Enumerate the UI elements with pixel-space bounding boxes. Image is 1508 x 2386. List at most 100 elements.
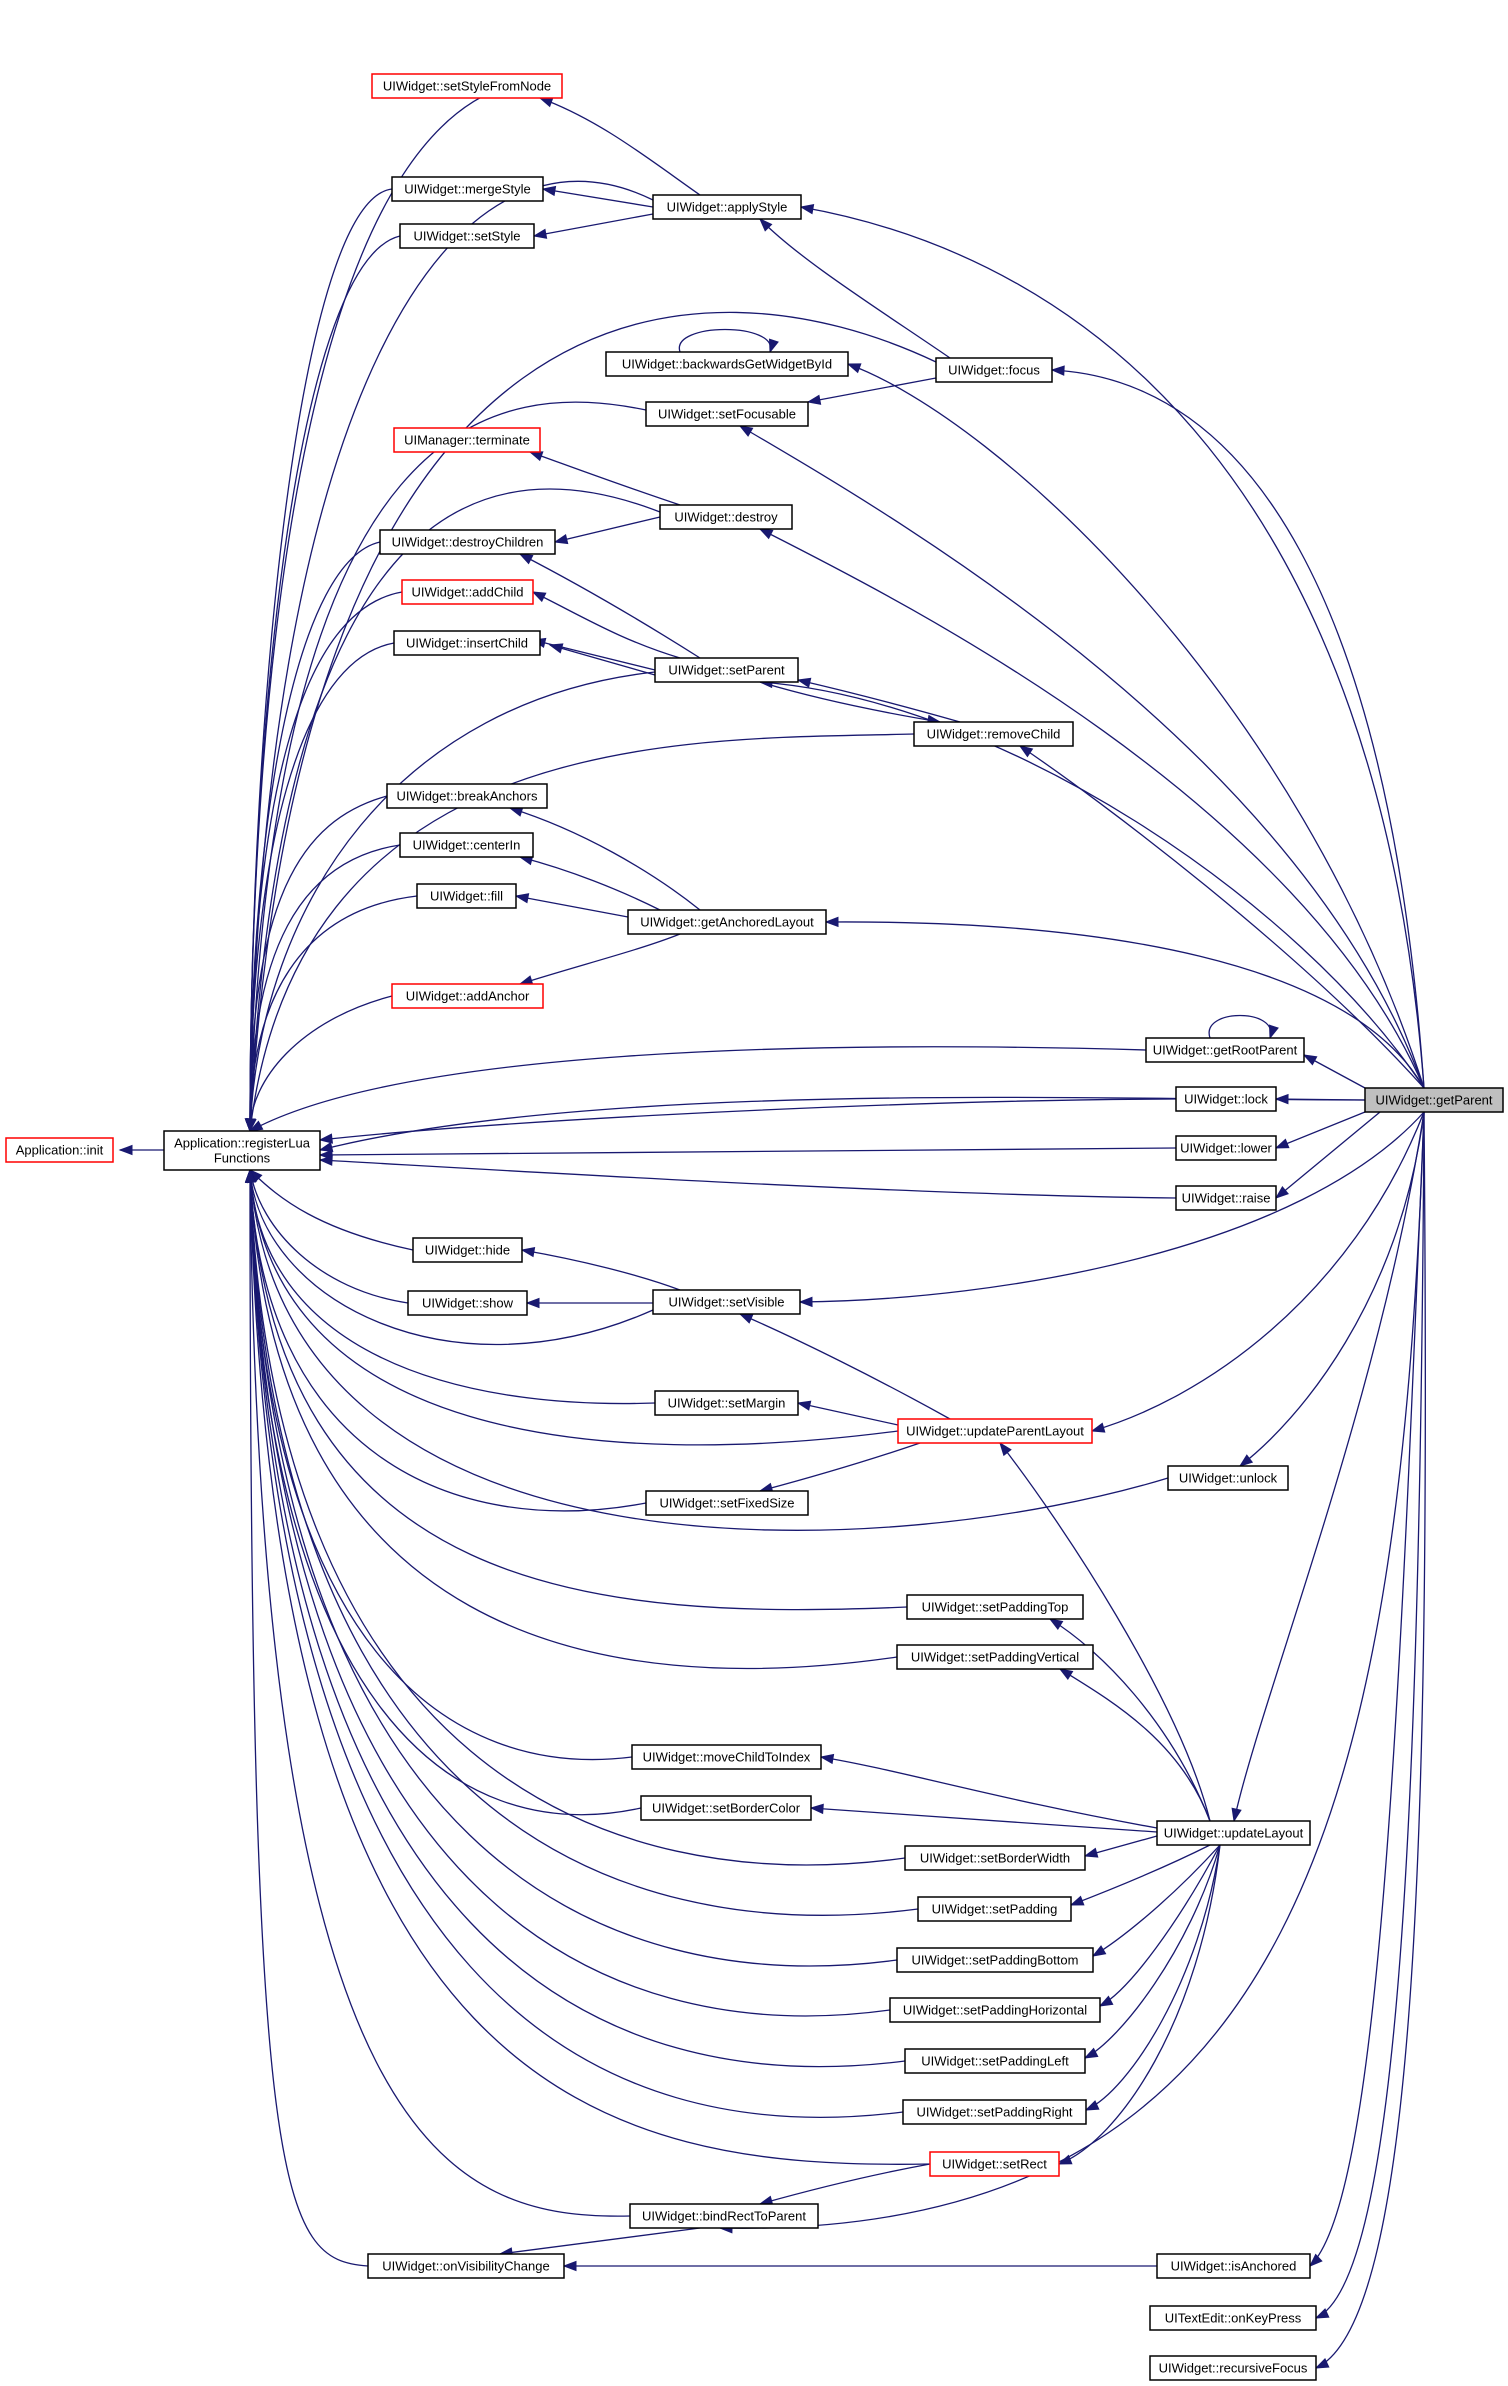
node-focus[interactable]: UIWidget::focus	[935, 357, 1053, 383]
node-box[interactable]	[416, 883, 517, 909]
node-box[interactable]	[631, 1744, 822, 1770]
node-box[interactable]	[1156, 1820, 1311, 1846]
node-mergeStyle[interactable]: UIWidget::mergeStyle	[391, 176, 544, 202]
node-applyStyle[interactable]: UIWidget::applyStyle	[652, 194, 802, 220]
node-box[interactable]	[1167, 1465, 1289, 1491]
node-setParent[interactable]: UIWidget::setParent	[654, 657, 799, 683]
node-box[interactable]	[902, 2099, 1087, 2125]
node-bindRectToParent[interactable]: UIWidget::bindRectToParent	[629, 2203, 819, 2229]
node-setPaddingRight[interactable]: UIWidget::setPaddingRight	[902, 2099, 1087, 2125]
node-box[interactable]	[645, 401, 809, 427]
node-onKeyPress[interactable]: UITextEdit::onKeyPress	[1149, 2305, 1317, 2331]
node-box[interactable]	[1175, 1086, 1277, 1112]
node-box[interactable]	[659, 504, 793, 530]
node-box[interactable]	[896, 1644, 1094, 1670]
node-box[interactable]	[1149, 2305, 1317, 2331]
node-raise[interactable]: UIWidget::raise	[1175, 1185, 1277, 1211]
node-box[interactable]	[1175, 1135, 1277, 1161]
node-box[interactable]	[401, 579, 534, 605]
node-unlock[interactable]: UIWidget::unlock	[1167, 1465, 1289, 1491]
node-setPaddingVertical[interactable]: UIWidget::setPaddingVertical	[896, 1644, 1094, 1670]
node-addAnchor[interactable]: UIWidget::addAnchor	[391, 983, 544, 1009]
node-box[interactable]	[654, 657, 799, 683]
node-setFixedSize[interactable]: UIWidget::setFixedSize	[645, 1490, 809, 1516]
node-setFocusable[interactable]: UIWidget::setFocusable	[645, 401, 809, 427]
node-box[interactable]	[640, 1795, 812, 1821]
node-updateLayout[interactable]: UIWidget::updateLayout	[1156, 1820, 1311, 1846]
node-setPaddingTop[interactable]: UIWidget::setPaddingTop	[906, 1594, 1084, 1620]
node-box[interactable]	[399, 832, 534, 858]
node-isAnchored[interactable]: UIWidget::isAnchored	[1156, 2253, 1311, 2279]
node-box[interactable]	[935, 357, 1053, 383]
node-box[interactable]	[412, 1237, 523, 1263]
node-moveChildToIndex[interactable]: UIWidget::moveChildToIndex	[631, 1744, 822, 1770]
node-root[interactable]: UIWidget::getParent	[1364, 1087, 1504, 1113]
node-box[interactable]	[629, 2203, 819, 2229]
node-box[interactable]	[1364, 1087, 1504, 1113]
node-show[interactable]: UIWidget::show	[407, 1290, 528, 1316]
node-removeChild[interactable]: UIWidget::removeChild	[913, 721, 1074, 747]
node-box[interactable]	[889, 1997, 1101, 2023]
node-lower[interactable]: UIWidget::lower	[1175, 1135, 1277, 1161]
node-box[interactable]	[407, 1290, 528, 1316]
node-box[interactable]	[1175, 1185, 1277, 1211]
node-box[interactable]	[917, 1896, 1072, 1922]
node-destroy[interactable]: UIWidget::destroy	[659, 504, 793, 530]
node-box[interactable]	[1149, 2355, 1317, 2381]
node-insertChild[interactable]: UIWidget::insertChild	[393, 630, 541, 656]
node-setBorderColor[interactable]: UIWidget::setBorderColor	[640, 1795, 812, 1821]
node-box[interactable]	[627, 909, 827, 935]
node-box[interactable]	[391, 176, 544, 202]
node-box[interactable]	[654, 1390, 799, 1416]
node-box[interactable]	[913, 721, 1074, 747]
node-updateParentLayout[interactable]: UIWidget::updateParentLayout	[897, 1418, 1093, 1444]
node-box[interactable]	[897, 1418, 1093, 1444]
node-app_init[interactable]: Application::init	[5, 1137, 114, 1163]
node-setVisible[interactable]: UIWidget::setVisible	[652, 1289, 801, 1315]
node-box[interactable]	[929, 2151, 1060, 2177]
node-box[interactable]	[379, 529, 556, 555]
node-setMargin[interactable]: UIWidget::setMargin	[654, 1390, 799, 1416]
node-getAnchoredLayout[interactable]: UIWidget::getAnchoredLayout	[627, 909, 827, 935]
node-box[interactable]	[652, 194, 802, 220]
node-setPaddingHorizontal[interactable]: UIWidget::setPaddingHorizontal	[889, 1997, 1101, 2023]
node-box[interactable]	[386, 783, 548, 809]
node-fill[interactable]: UIWidget::fill	[416, 883, 517, 909]
node-addChild[interactable]: UIWidget::addChild	[401, 579, 534, 605]
node-getRootParent[interactable]: UIWidget::getRootParent	[1145, 1037, 1305, 1063]
node-setStyle[interactable]: UIWidget::setStyle	[399, 223, 535, 249]
node-box[interactable]	[5, 1137, 114, 1163]
node-box[interactable]	[1145, 1037, 1305, 1063]
node-setPaddingBottom[interactable]: UIWidget::setPaddingBottom	[896, 1947, 1094, 1973]
node-box[interactable]	[904, 2048, 1086, 2074]
node-box[interactable]	[393, 427, 541, 453]
node-box[interactable]	[371, 73, 563, 99]
node-backwardsGetWidgetById[interactable]: UIWidget::backwardsGetWidgetById	[605, 351, 849, 377]
node-box[interactable]	[367, 2253, 565, 2279]
node-lock[interactable]: UIWidget::lock	[1175, 1086, 1277, 1112]
node-box[interactable]	[605, 351, 849, 377]
node-recursiveFocus[interactable]: UIWidget::recursiveFocus	[1149, 2355, 1317, 2381]
node-box[interactable]	[1156, 2253, 1311, 2279]
node-breakAnchors[interactable]: UIWidget::breakAnchors	[386, 783, 548, 809]
node-setPadding[interactable]: UIWidget::setPadding	[917, 1896, 1072, 1922]
node-onVisibilityChange[interactable]: UIWidget::onVisibilityChange	[367, 2253, 565, 2279]
node-hide[interactable]: UIWidget::hide	[412, 1237, 523, 1263]
node-terminate[interactable]: UIManager::terminate	[393, 427, 541, 453]
node-setRect[interactable]: UIWidget::setRect	[929, 2151, 1060, 2177]
node-box[interactable]	[393, 630, 541, 656]
node-box[interactable]	[904, 1845, 1086, 1871]
node-destroyChildren[interactable]: UIWidget::destroyChildren	[379, 529, 556, 555]
node-box[interactable]	[391, 983, 544, 1009]
node-box[interactable]	[645, 1490, 809, 1516]
node-setBorderWidth[interactable]: UIWidget::setBorderWidth	[904, 1845, 1086, 1871]
node-box[interactable]	[163, 1130, 321, 1171]
node-setPaddingLeft[interactable]: UIWidget::setPaddingLeft	[904, 2048, 1086, 2074]
node-setStyleFromNode[interactable]: UIWidget::setStyleFromNode	[371, 73, 563, 99]
node-box[interactable]	[399, 223, 535, 249]
node-box[interactable]	[896, 1947, 1094, 1973]
node-centerIn[interactable]: UIWidget::centerIn	[399, 832, 534, 858]
node-box[interactable]	[652, 1289, 801, 1315]
node-box[interactable]	[906, 1594, 1084, 1620]
